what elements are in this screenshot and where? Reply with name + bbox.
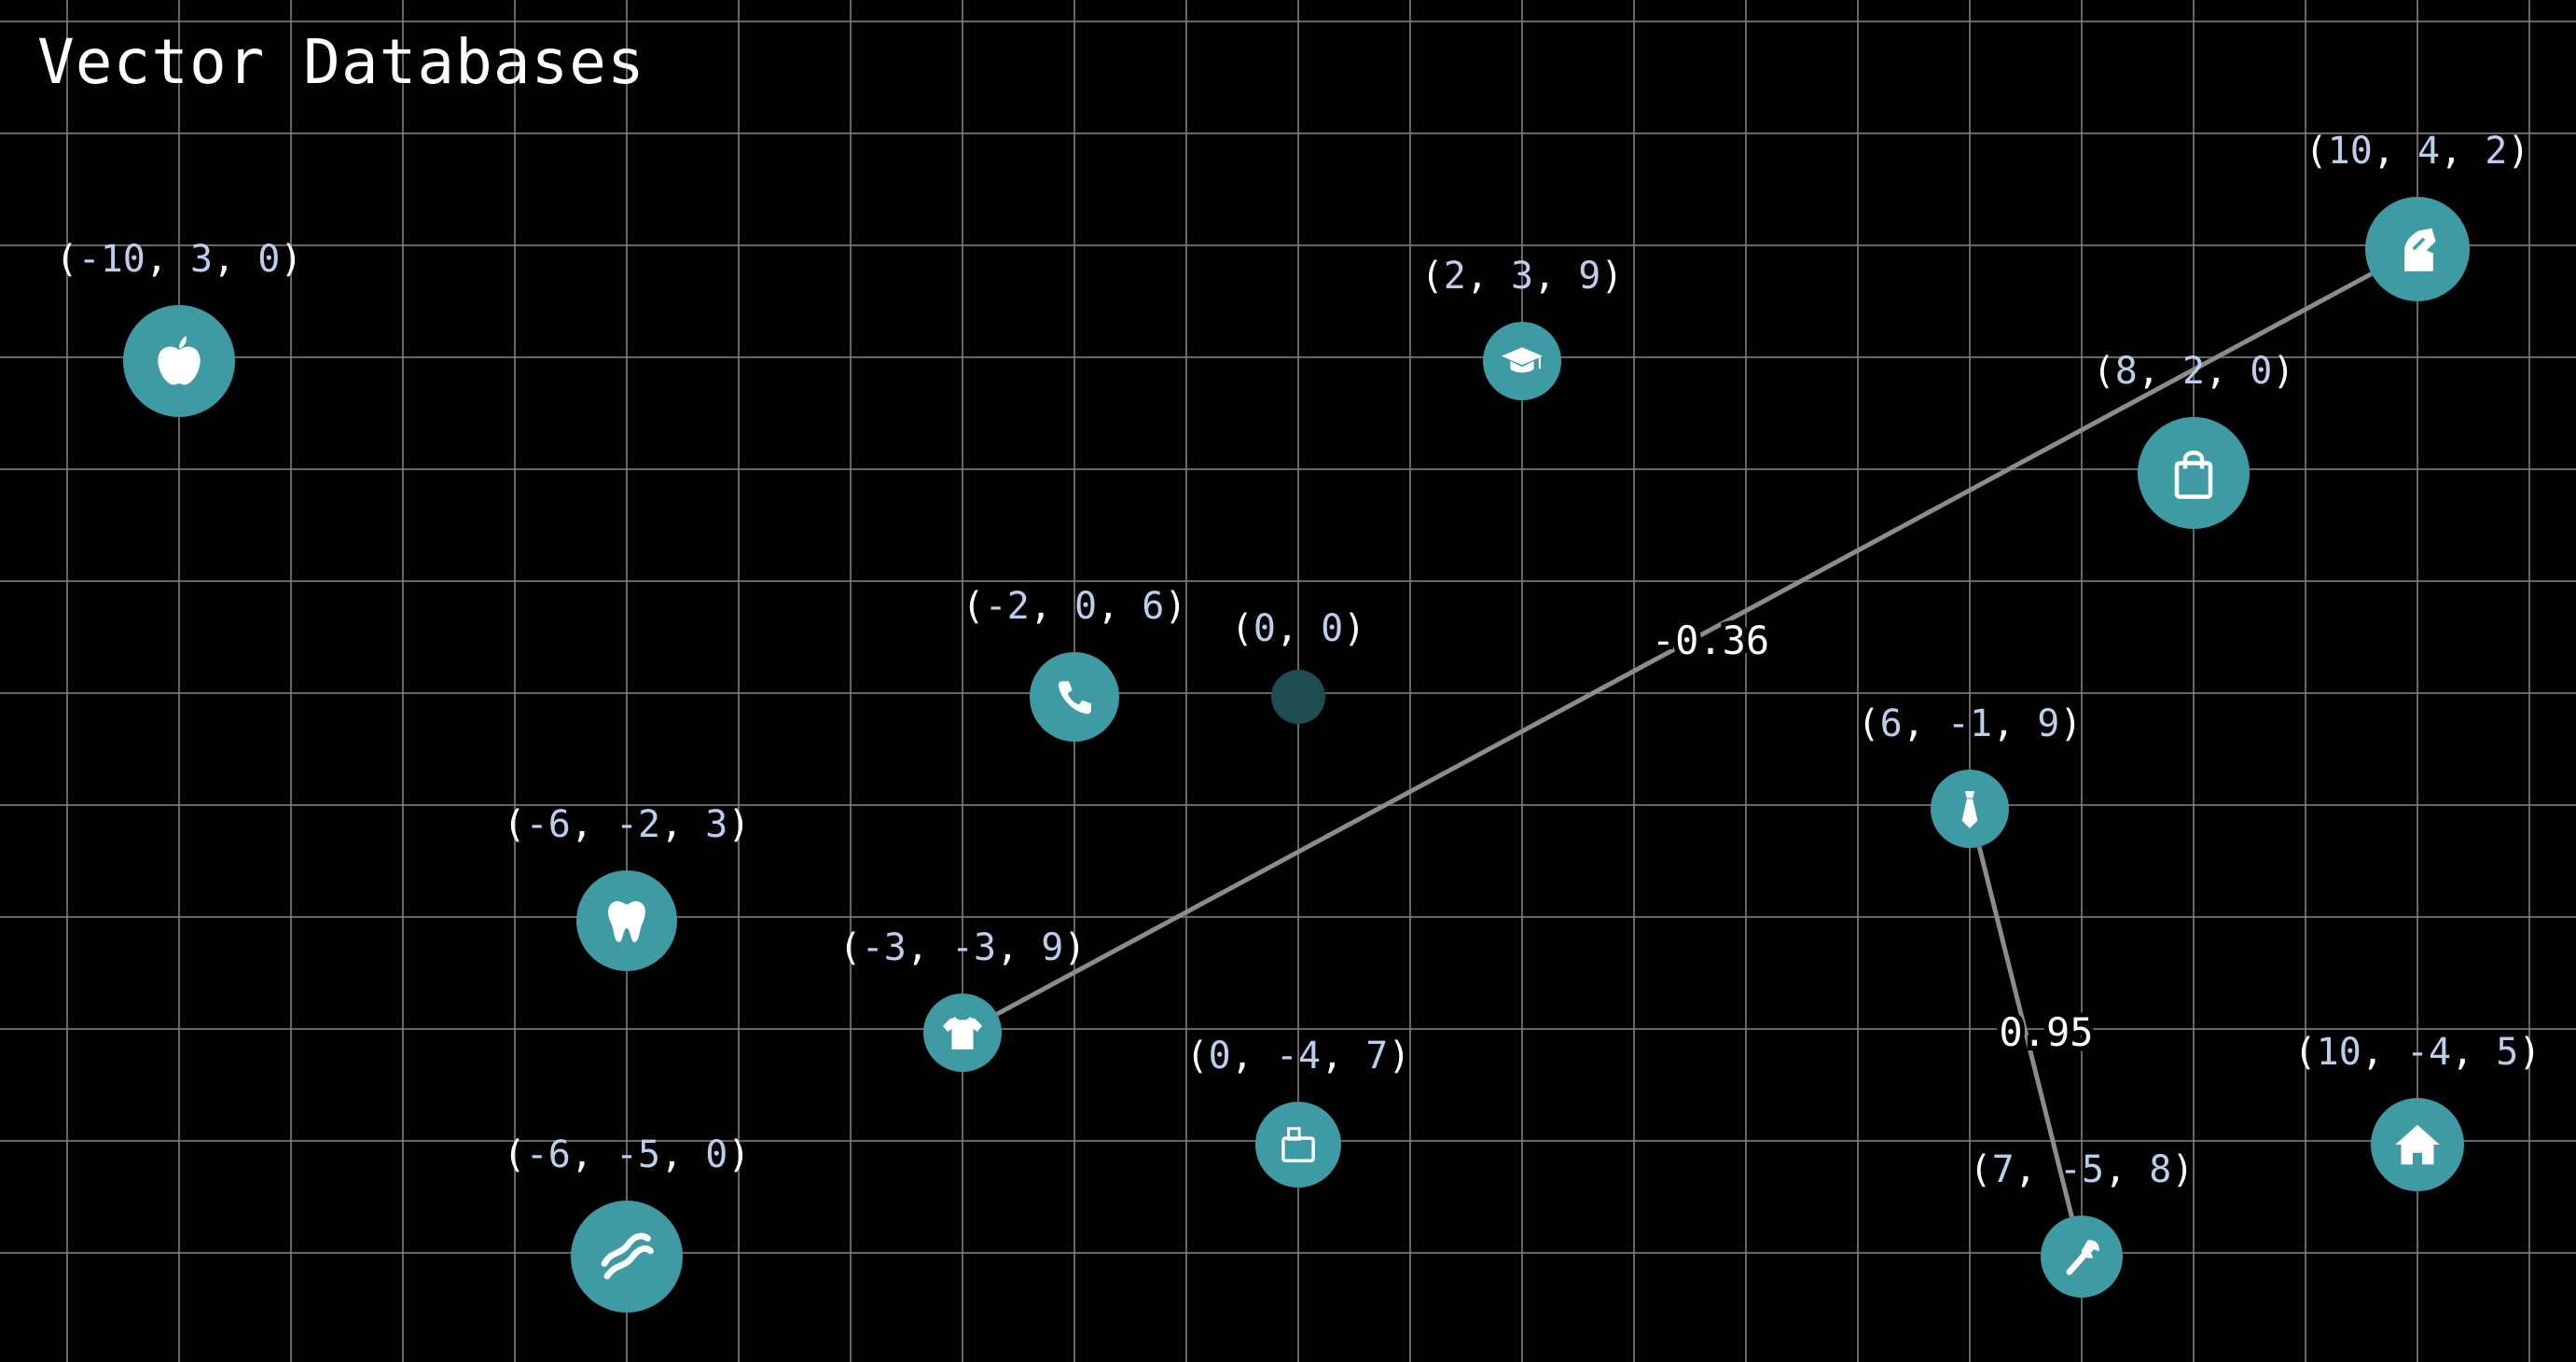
coordinate-value: -6 xyxy=(526,1133,571,1176)
bacon-icon xyxy=(601,1232,654,1280)
shopping-bag-node[interactable]: (8, 2, 0) xyxy=(2093,350,2295,529)
shirt-icon xyxy=(943,1017,982,1049)
coordinate-value: 0 xyxy=(1321,607,1343,650)
coordinate-value: 3 xyxy=(1511,255,1533,298)
wrench-icon xyxy=(2066,1240,2099,1275)
similarity-score-label: -0.36 xyxy=(1652,618,1769,663)
apple-node[interactable]: (-10, 3, 0) xyxy=(56,238,303,417)
shopping-bag-coordinate-label: (8, 2, 0) xyxy=(2093,350,2295,393)
tooth-coordinate-label: (-6, -2, 3) xyxy=(504,803,751,846)
coordinate-value: -4 xyxy=(1276,1035,1321,1077)
similarity-connections: -0.36 0.95 xyxy=(995,271,2373,1217)
coordinate-value: 8 xyxy=(2115,350,2138,393)
similarity-line xyxy=(1976,846,2074,1217)
glove-coordinate-label: (10, 4, 2) xyxy=(2306,130,2530,173)
graduation-cap-icon xyxy=(1501,347,1544,373)
bacon-node[interactable]: (-6, -5, 0) xyxy=(504,1133,751,1313)
coordinate-value: 0 xyxy=(1253,607,1276,650)
bacon-node-circle xyxy=(571,1201,683,1313)
house-node[interactable]: (10, -4, 5) xyxy=(2294,1031,2541,1191)
coordinate-value: 6 xyxy=(1142,585,1164,628)
coordinate-value: -4 xyxy=(2406,1031,2451,1074)
coordinate-value: 0 xyxy=(705,1133,727,1176)
coordinate-value: 9 xyxy=(1578,255,1600,298)
graduation-node[interactable]: (2, 3, 9) xyxy=(1421,255,1624,400)
coordinate-value: -10 xyxy=(78,238,145,281)
origin-node: (0, 0) xyxy=(1231,607,1366,724)
coordinate-value: -6 xyxy=(526,803,571,846)
shopping-bag-node-circle xyxy=(2138,417,2250,529)
coordinate-value: 0 xyxy=(2250,350,2272,393)
coordinate-value: 5 xyxy=(2496,1031,2518,1074)
coordinate-value: 2 xyxy=(2182,350,2205,393)
coordinate-value: 10 xyxy=(2328,130,2373,173)
coordinate-value: 3 xyxy=(190,238,213,281)
tie-node[interactable]: (6, -1, 9) xyxy=(1858,702,2083,848)
coordinate-value: 7 xyxy=(1992,1148,2015,1191)
mailbox-node[interactable]: (0, -4, 7) xyxy=(1186,1035,1411,1188)
tooth-node[interactable]: (-6, -2, 3) xyxy=(504,803,751,971)
coordinate-value: -3 xyxy=(951,926,996,969)
coordinate-value: 4 xyxy=(2417,130,2440,173)
coordinate-value: 0 xyxy=(1074,585,1097,628)
tie-icon xyxy=(1961,791,1978,828)
phone-node-circle xyxy=(1030,652,1119,742)
apple-coordinate-label: (-10, 3, 0) xyxy=(56,238,303,281)
wrench-node[interactable]: (7, -5, 8) xyxy=(1970,1148,2195,1298)
coordinate-value: -1 xyxy=(1947,702,1992,745)
page-title: Vector Databases xyxy=(37,26,645,98)
shirt-node[interactable]: (-3, -3, 9) xyxy=(839,926,1087,1072)
tie-coordinate-label: (6, -1, 9) xyxy=(1858,702,2083,745)
origin-coordinate-label: (0, 0) xyxy=(1231,607,1366,650)
wrench-coordinate-label: (7, -5, 8) xyxy=(1970,1148,2195,1191)
coordinate-value: 2 xyxy=(2485,130,2507,173)
glove-icon xyxy=(2404,228,2436,271)
coordinate-value: -5 xyxy=(616,1133,660,1176)
coordinate-value: -2 xyxy=(616,803,660,846)
coordinate-value: 9 xyxy=(1041,926,1063,969)
coordinate-value: 3 xyxy=(705,803,727,846)
tooth-icon xyxy=(608,900,645,942)
mailbox-icon xyxy=(1281,1127,1315,1162)
coordinate-value: 10 xyxy=(2317,1031,2361,1074)
phone-coordinate-label: (-2, 0, 6) xyxy=(963,585,1187,628)
shirt-coordinate-label: (-3, -3, 9) xyxy=(839,926,1087,969)
shopping-bag-icon xyxy=(2174,451,2213,499)
coordinate-value: -5 xyxy=(2059,1148,2104,1191)
mailbox-node-circle xyxy=(1255,1102,1341,1188)
coordinate-value: 7 xyxy=(1365,1035,1388,1077)
coordinate-value: 0 xyxy=(257,238,280,281)
phone-icon xyxy=(1058,681,1091,715)
origin-marker xyxy=(1271,670,1325,724)
coordinate-value: 8 xyxy=(2149,1148,2171,1191)
coordinate-value: 9 xyxy=(2037,702,2059,745)
coordinate-value: -2 xyxy=(985,585,1030,628)
coordinate-value: -3 xyxy=(862,926,907,969)
bacon-coordinate-label: (-6, -5, 0) xyxy=(504,1133,751,1176)
vector-nodes: (-10, 3, 0) (2, 3, 9) (10, 4, 2) (8, 2, 0) (… xyxy=(56,130,2541,1313)
house-icon xyxy=(2395,1124,2440,1165)
glove-node[interactable]: (10, 4, 2) xyxy=(2306,130,2530,301)
similarity-line xyxy=(995,271,2373,1017)
coordinate-value: 2 xyxy=(1444,255,1466,298)
coordinate-value: 0 xyxy=(1209,1035,1231,1077)
apple-icon xyxy=(158,336,201,385)
graduation-coordinate-label: (2, 3, 9) xyxy=(1421,255,1624,298)
phone-node[interactable]: (-2, 0, 6) xyxy=(963,585,1187,742)
house-coordinate-label: (10, -4, 5) xyxy=(2294,1031,2541,1074)
mailbox-coordinate-label: (0, -4, 7) xyxy=(1186,1035,1411,1077)
similarity-score-label: 0.95 xyxy=(1999,1009,2093,1055)
coordinate-value: 6 xyxy=(1880,702,1903,745)
